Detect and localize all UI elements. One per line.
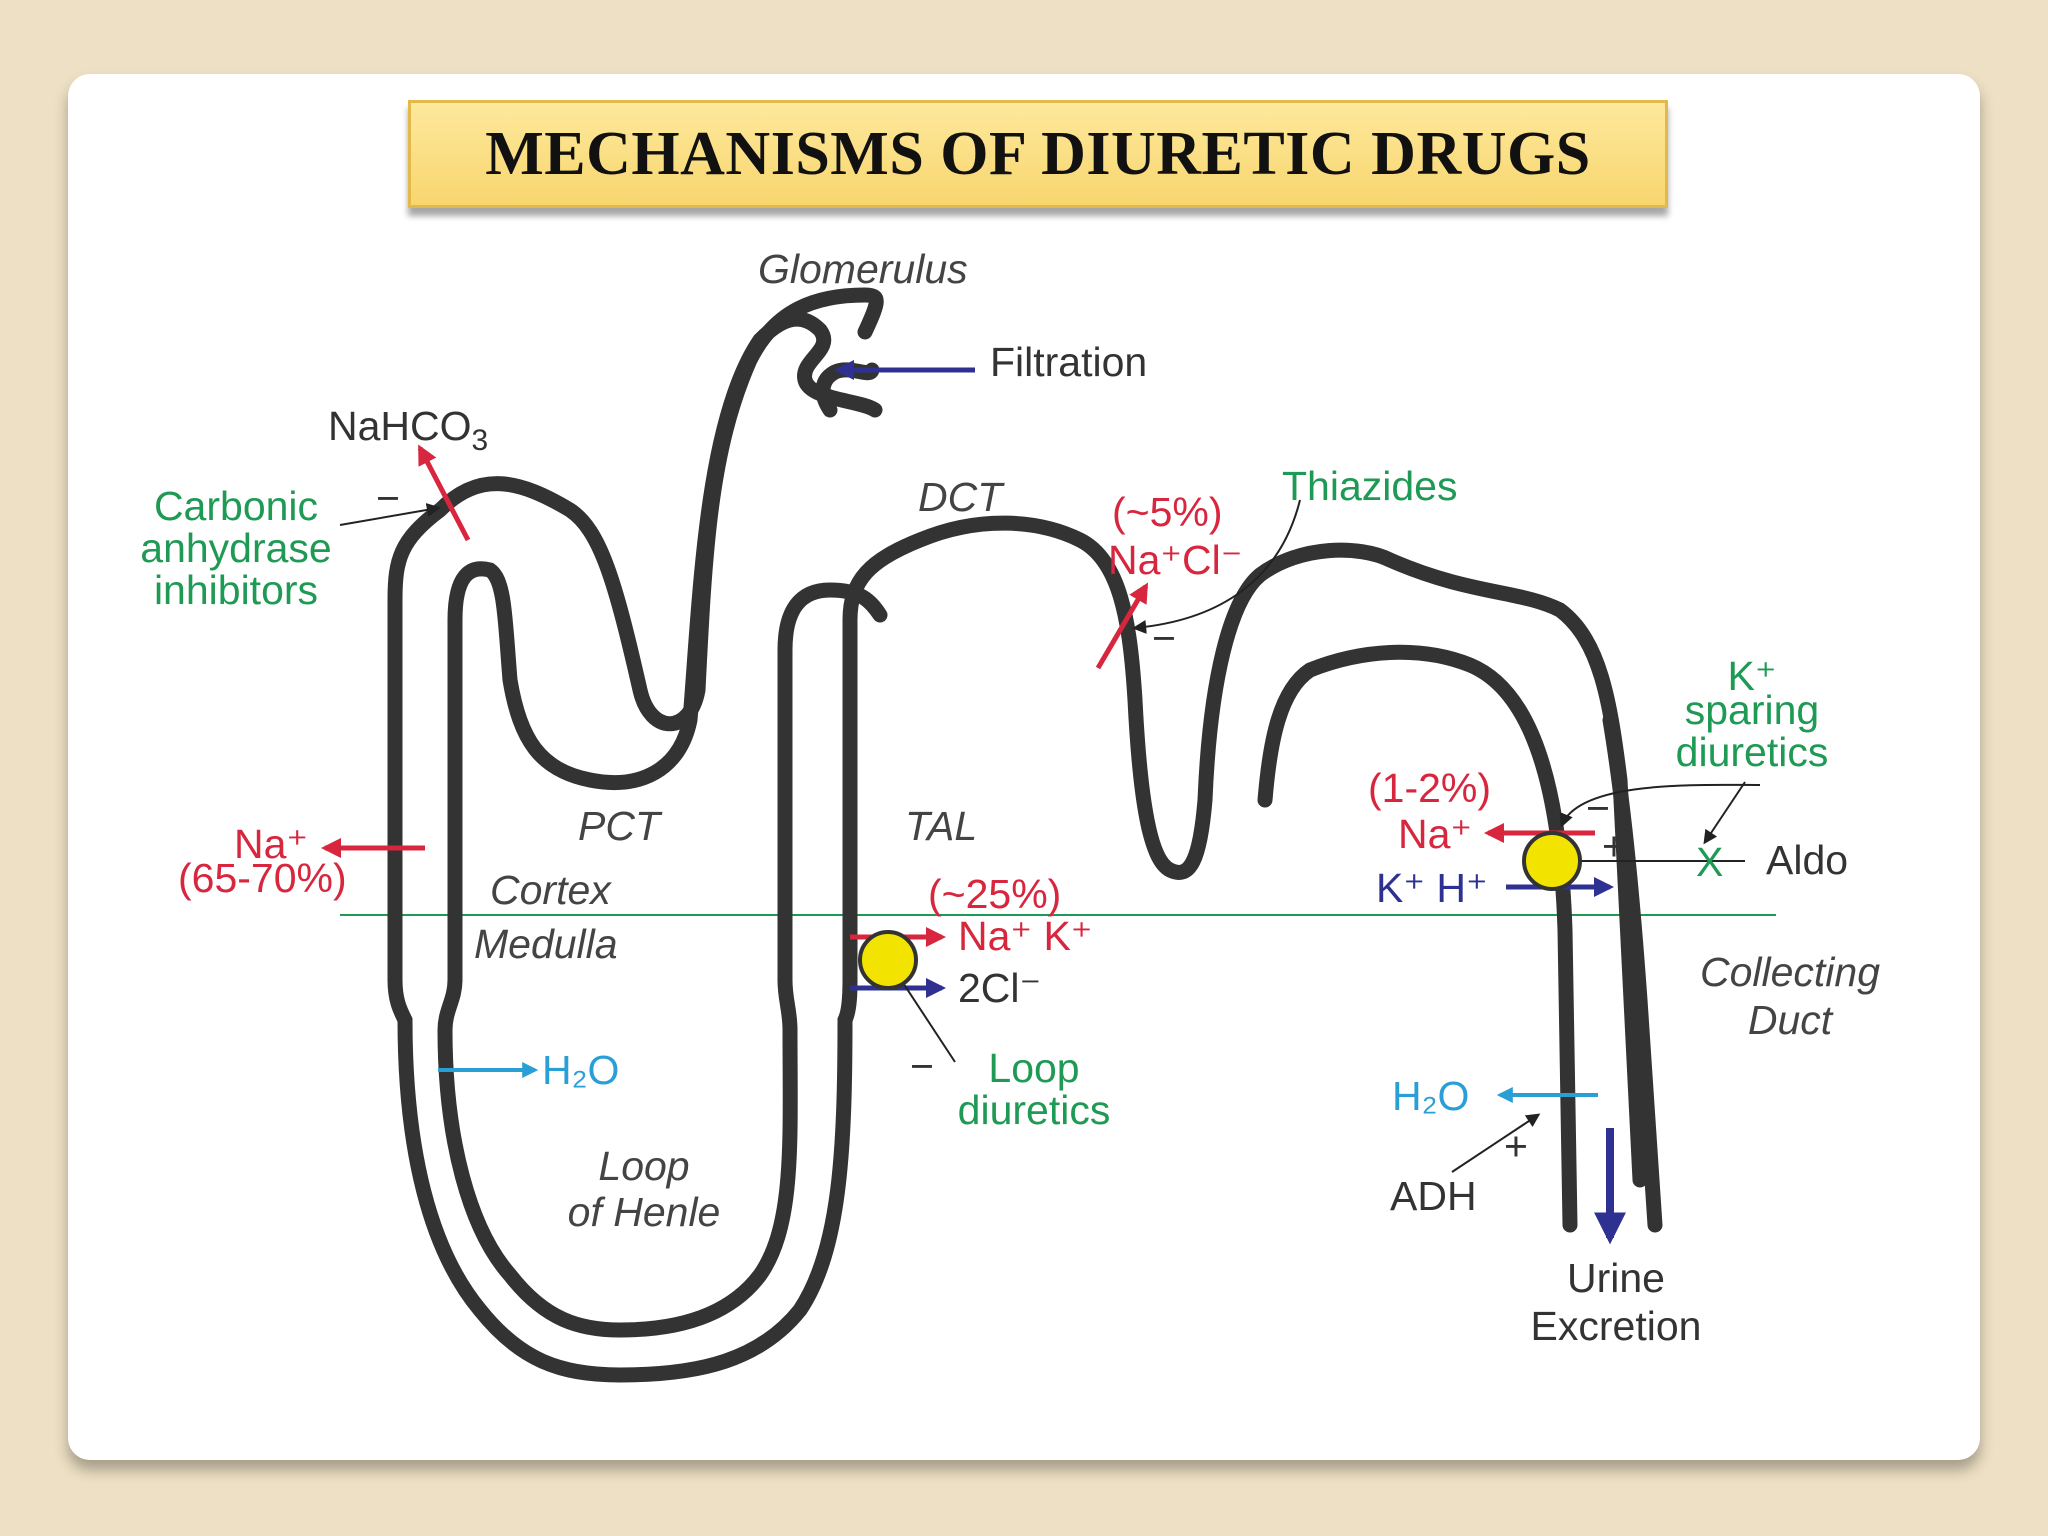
nahco3-label: NaHCO3 [328, 403, 488, 457]
x-mark: X [1696, 839, 1723, 885]
na-pct-label: Na⁺ [234, 821, 308, 867]
collecting-duct-1: Collecting [1700, 949, 1880, 995]
thiazides-pointer [1132, 499, 1301, 634]
carbonic-pointer [339, 503, 441, 526]
medulla-label: Medulla [474, 921, 618, 967]
tal-label: TAL [905, 803, 977, 849]
collecting-duct-inner [1257, 644, 1578, 1233]
title-banner: MECHANISMS OF DIURETIC DRUGS [408, 100, 1668, 208]
tubule-outer-wall [387, 287, 1648, 1383]
twentyfive-label: (~25%) [928, 871, 1061, 917]
na-k-label: Na⁺ K⁺ [958, 913, 1092, 959]
thiazide-minus: − [1152, 615, 1176, 661]
h2o-cd-label: H₂O [1392, 1073, 1469, 1119]
slide-title: MECHANISMS OF DIURETIC DRUGS [485, 119, 1591, 188]
one-two-pct-label: (1-2%) [1368, 765, 1491, 811]
ksparing-pointer [1559, 783, 1761, 828]
loop-diuretics-2: diuretics [958, 1087, 1111, 1133]
tubule-inner-loop-henle [437, 582, 888, 1338]
loop-of-henle-2: of Henle [568, 1189, 721, 1235]
tal-pump [858, 930, 918, 990]
ksparing-x-pointer [1703, 781, 1746, 845]
glomerulus-label: Glomerulus [758, 246, 968, 292]
nahco3-arrow [417, 444, 471, 542]
k-h-label: K⁺ H⁺ [1376, 865, 1488, 911]
carbonic-minus: − [376, 475, 400, 521]
collecting-duct-outer [1602, 712, 1663, 1233]
na-cd-label: Na⁺ [1398, 811, 1472, 857]
urine-label-2: Excretion [1531, 1303, 1702, 1349]
two-cl-label: 2Cl⁻ [958, 965, 1041, 1011]
loop-diuretics-1: Loop [988, 1045, 1079, 1091]
aldo-label: Aldo [1766, 837, 1848, 883]
ksparing-label-3: diuretics [1676, 729, 1829, 775]
carbonic-label-1: Carbonic [154, 483, 318, 529]
tubule-inner-loop-pct [447, 311, 883, 988]
collecting-duct-2: Duct [1748, 997, 1834, 1043]
thiazides-label: Thiazides [1282, 463, 1457, 509]
filtration-label: Filtration [990, 339, 1147, 385]
pct-label: PCT [578, 803, 663, 849]
loop-minus: − [910, 1043, 934, 1089]
cortex-label: Cortex [490, 867, 612, 913]
carbonic-label-3: inhibitors [154, 567, 318, 613]
cd-pump [1522, 831, 1582, 891]
na-dct-arrow [1095, 582, 1149, 670]
five-pct-label: (~5%) [1112, 489, 1223, 535]
ksparing-label-1: K⁺ [1728, 653, 1777, 699]
loop-of-henle-1: Loop [598, 1143, 689, 1189]
na-cl-label: Na⁺Cl⁻ [1108, 537, 1242, 583]
carbonic-label-2: anhydrase [140, 525, 331, 571]
adh-pointer [1451, 1113, 1541, 1173]
cd-plus: + [1602, 823, 1626, 869]
adh-plus: + [1504, 1123, 1528, 1169]
sixty-five-label: (65-70%) [178, 855, 347, 901]
h2o-loop-label: H₂O [542, 1047, 619, 1093]
ksparing-label-2: sparing [1685, 687, 1819, 733]
dct-label: DCT [918, 474, 1005, 520]
adh-label: ADH [1390, 1173, 1477, 1219]
cd-minus: − [1586, 785, 1610, 831]
urine-label-1: Urine [1567, 1255, 1665, 1301]
